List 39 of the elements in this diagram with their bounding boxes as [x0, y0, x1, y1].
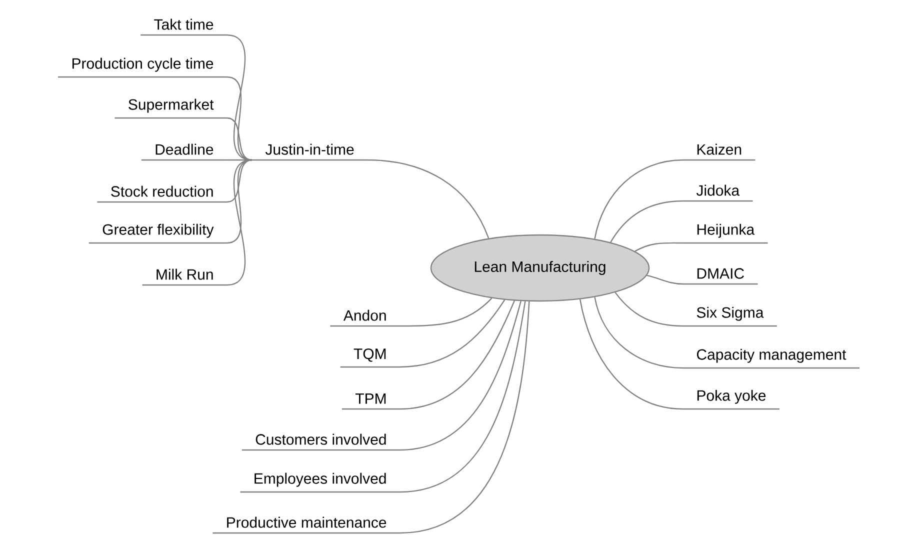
connector-line [594, 159, 684, 240]
connector-line [400, 300, 522, 451]
underlined-topic: TPM [342, 393, 400, 410]
underlined-topic: Takt time [140, 18, 227, 36]
underlined-topic: Andon [330, 310, 400, 327]
underlined-topic: Production cycle time [58, 58, 227, 78]
underlined-topic: Justin-in-time [252, 144, 368, 161]
connector-line [400, 299, 506, 368]
underlined-topic: Poka yoke [683, 390, 780, 410]
connector-line [610, 200, 684, 243]
connector-line [634, 242, 684, 252]
underlined-topic: TQM [340, 348, 400, 368]
ellipse-node: Lean Manufacturing [430, 234, 650, 302]
connector-line [368, 159, 490, 239]
underlined-topic: Employees involved [240, 472, 400, 493]
connector-line [579, 299, 684, 410]
underlined-topic: Deadline [141, 144, 227, 161]
connector-line [400, 301, 526, 493]
connector-line [400, 298, 492, 327]
underlined-topic: Supermarket [114, 98, 227, 119]
connector-line [594, 296, 684, 369]
connector-line [646, 274, 684, 285]
underlined-topic: Greater flexibility [88, 224, 227, 244]
underlined-topic: DMAIC [683, 268, 758, 285]
connector-line [614, 292, 684, 327]
underlined-topic: Jidoka [683, 184, 753, 202]
connector-line [226, 159, 252, 286]
connector-line [400, 300, 516, 410]
connector-line [400, 301, 530, 534]
underlined-topic: Stock reduction [97, 186, 227, 203]
underlined-topic: Capacity management [683, 348, 860, 369]
underlined-topic: Customers involved [242, 434, 400, 451]
underlined-topic: Productive maintenance [212, 516, 400, 534]
underlined-topic: Milk Run [142, 268, 227, 286]
underlined-topic: Kaizen [683, 144, 756, 161]
connector-line [226, 159, 252, 203]
connector-line [226, 117, 252, 161]
underlined-topic: Six Sigma [683, 306, 777, 327]
underlined-topic: Heijunka [683, 224, 768, 244]
